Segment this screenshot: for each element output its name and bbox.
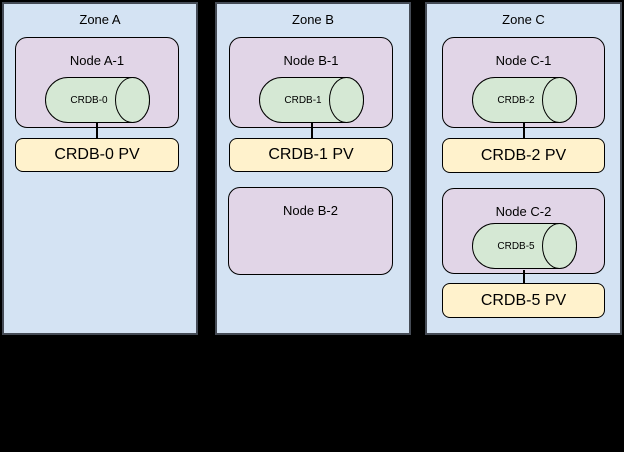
database-cylinder-icon bbox=[259, 77, 364, 123]
pv-box: CRDB-5 PV bbox=[442, 283, 605, 318]
node-b2-box: Node B-2 bbox=[228, 187, 393, 275]
connector-line bbox=[311, 123, 313, 138]
zone-c: Zone C Node C-1 CRDB-2 CRDB-2 PV Node C-… bbox=[425, 2, 622, 335]
database-cylinder-icon bbox=[472, 77, 577, 123]
cylinder-label: CRDB-5 bbox=[497, 240, 535, 252]
pv-label: CRDB-2 PV bbox=[480, 146, 567, 164]
node-c1-box: Node C-1 CRDB-2 bbox=[442, 37, 605, 128]
node-title: Node B-1 bbox=[283, 53, 339, 68]
zone-title: Zone A bbox=[79, 12, 121, 27]
cylinder-label: CRDB-2 bbox=[497, 94, 535, 106]
zone-b: Zone B Node B-1 CRDB-1 CRDB-1 PV Node B-… bbox=[215, 2, 411, 335]
node-c2-box: Node C-2 CRDB-5 bbox=[442, 188, 605, 274]
pv-label: CRDB-1 PV bbox=[268, 146, 354, 163]
connector-line bbox=[96, 123, 98, 138]
connector-line bbox=[523, 123, 525, 138]
pv-box: CRDB-2 PV bbox=[442, 138, 605, 173]
node-title: Node C-1 bbox=[495, 53, 552, 68]
node-title: Node C-2 bbox=[495, 204, 552, 219]
node-b1-box: Node B-1 CRDB-1 bbox=[229, 37, 393, 128]
node-a1-box: Node A-1 CRDB-0 bbox=[15, 37, 179, 128]
zone-title: Zone B bbox=[292, 12, 334, 27]
database-cylinder-icon bbox=[472, 223, 577, 269]
zone-title: Zone C bbox=[502, 12, 545, 27]
crdb-1-pod: CRDB-1 bbox=[259, 77, 364, 123]
connector-line bbox=[523, 270, 525, 283]
crdb-5-pod: CRDB-5 bbox=[472, 223, 577, 269]
node-title: Node A-1 bbox=[69, 53, 125, 68]
pv-label: CRDB-5 PV bbox=[480, 291, 567, 309]
crdb-0-pod: CRDB-0 bbox=[45, 77, 150, 123]
zone-a: Zone A Node A-1 CRDB-0 CRDB-0 PV bbox=[2, 2, 198, 335]
pv-box: CRDB-0 PV bbox=[15, 138, 179, 172]
cylinder-label: CRDB-1 bbox=[284, 94, 322, 106]
crdb-2-pod: CRDB-2 bbox=[472, 77, 577, 123]
pv-label: CRDB-0 PV bbox=[54, 146, 140, 163]
node-title: Node B-2 bbox=[283, 203, 338, 218]
cylinder-label: CRDB-0 bbox=[70, 94, 108, 106]
database-cylinder-icon bbox=[45, 77, 150, 123]
pv-box: CRDB-1 PV bbox=[229, 138, 393, 172]
